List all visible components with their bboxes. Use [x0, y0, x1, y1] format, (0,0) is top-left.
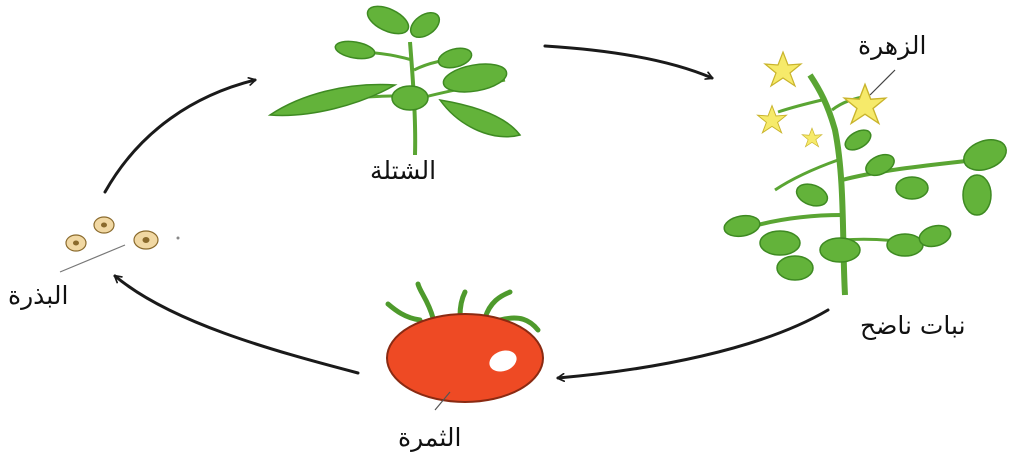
- flowering-plant-icon: [723, 52, 1011, 295]
- label-seedling: الشتلة: [370, 158, 436, 183]
- arrow-plant-to-fruit: [558, 310, 828, 378]
- tomato-icon: [387, 284, 543, 410]
- arrow-fruit-to-seed: [115, 276, 358, 373]
- arrow-seedling-to-plant: [545, 46, 712, 78]
- arrow-seed-to-seedling: [105, 80, 255, 192]
- label-fruit: الثمرة: [398, 425, 461, 450]
- label-flower: الزهرة: [858, 33, 926, 58]
- seedling-icon: [270, 1, 520, 155]
- seeds-icon: [60, 217, 180, 272]
- label-seed: البذرة: [8, 283, 68, 308]
- label-mature-plant: نبات ناضح: [860, 313, 966, 338]
